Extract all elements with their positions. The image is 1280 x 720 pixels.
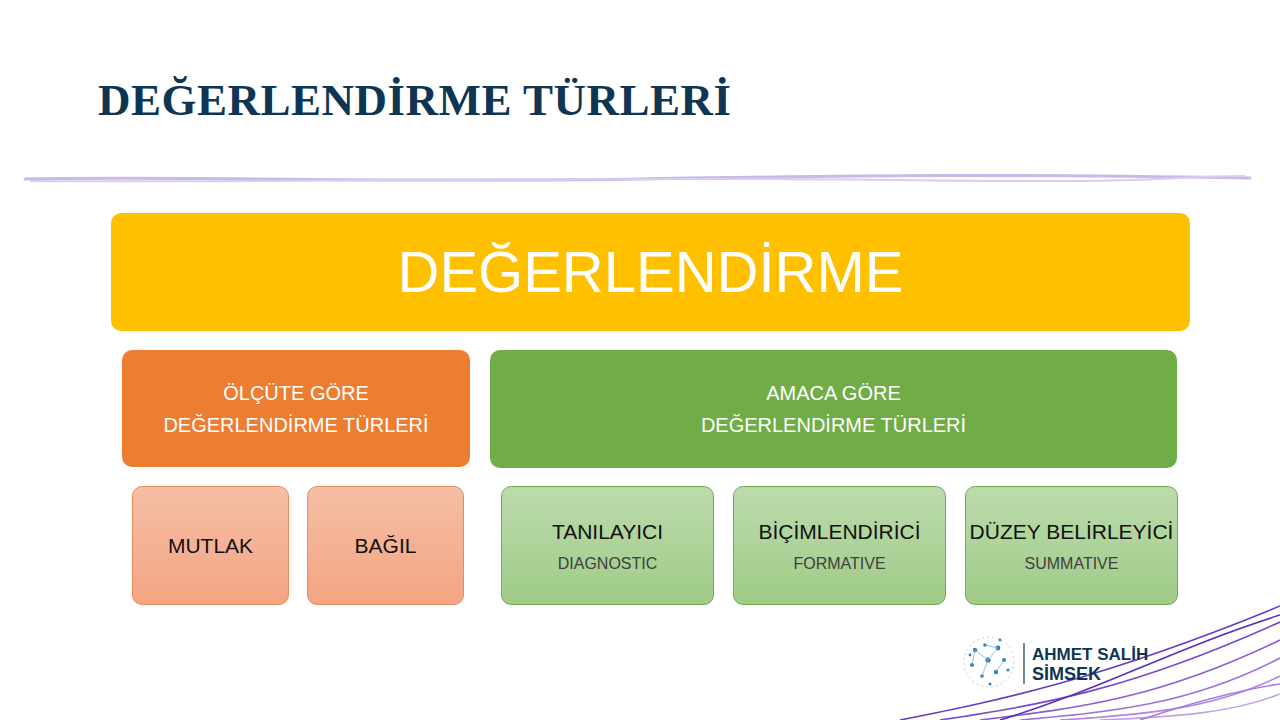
type-box: BAĞIL bbox=[307, 486, 464, 605]
box-label: BİÇİMLENDİRİCİ bbox=[758, 515, 920, 549]
type-box: MUTLAK bbox=[132, 486, 289, 605]
box-label: ÖLÇÜTE GÖRE DEĞERLENDİRME TÜRLERİ bbox=[151, 377, 441, 441]
box-label: MUTLAK bbox=[168, 529, 253, 563]
box-label: DÜZEY BELİRLEYİCİ bbox=[970, 515, 1174, 549]
type-box: TANILAYICIDIAGNOSTIC bbox=[501, 486, 714, 605]
box-sublabel: FORMATIVE bbox=[793, 551, 885, 577]
category-box: AMACA GÖRE DEĞERLENDİRME TÜRLERİ bbox=[490, 350, 1177, 468]
box-sublabel: DIAGNOSTIC bbox=[558, 551, 658, 577]
brush-line bbox=[30, 176, 1245, 181]
box-label: BAĞIL bbox=[355, 529, 417, 563]
category-box: ÖLÇÜTE GÖRE DEĞERLENDİRME TÜRLERİ bbox=[122, 350, 470, 467]
box-label: TANILAYICI bbox=[552, 515, 663, 549]
box-label: DEĞERLENDİRME bbox=[398, 226, 904, 319]
type-box: BİÇİMLENDİRİCİFORMATIVE bbox=[733, 486, 946, 605]
slide-title: DEĞERLENDİRME TÜRLERİ bbox=[98, 74, 732, 126]
logo-text: SİMSEK bbox=[1032, 664, 1101, 685]
box-sublabel: SUMMATIVE bbox=[1025, 551, 1119, 577]
box-label: AMACA GÖRE DEĞERLENDİRME TÜRLERİ bbox=[689, 377, 979, 441]
logo-mark bbox=[964, 637, 1024, 687]
wave-lines bbox=[900, 606, 1280, 720]
root-band: DEĞERLENDİRME bbox=[111, 213, 1190, 331]
logo-text: AHMET SALİH bbox=[1032, 645, 1148, 665]
type-box: DÜZEY BELİRLEYİCİSUMMATIVE bbox=[965, 486, 1178, 605]
